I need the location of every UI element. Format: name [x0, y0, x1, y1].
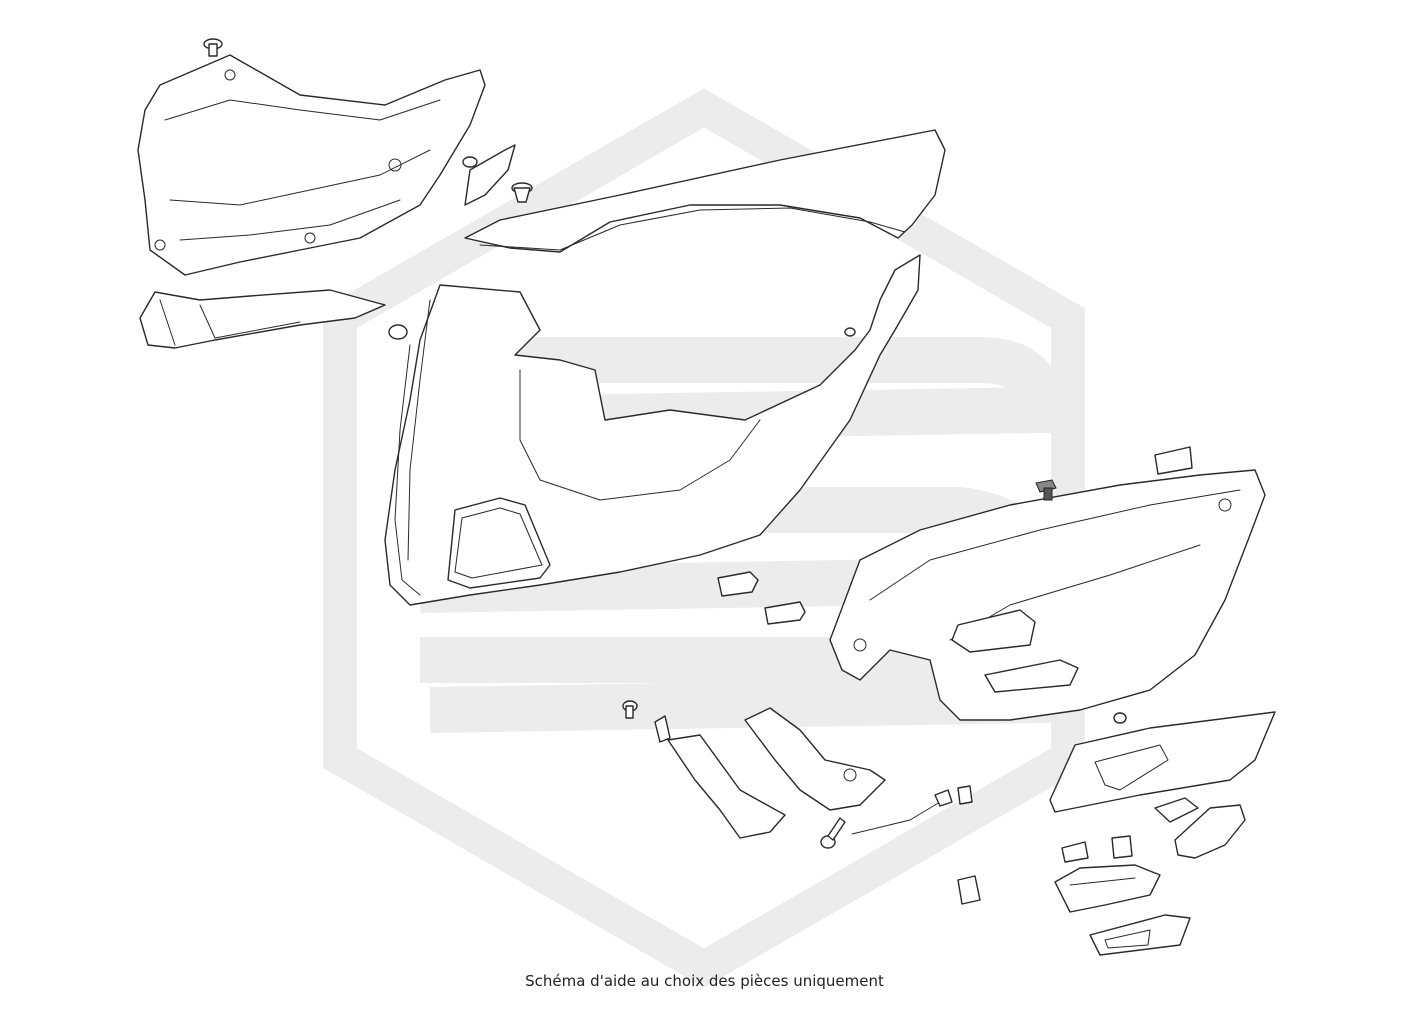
screw — [622, 700, 638, 719]
armrest-trim — [1049, 711, 1276, 813]
lock-button-bezel — [1089, 914, 1191, 956]
screw — [203, 38, 223, 57]
clip — [1061, 835, 1133, 863]
handle-bezel — [1174, 804, 1246, 859]
clip — [654, 715, 671, 743]
main-door-panel — [384, 254, 921, 606]
pull-handle-cover — [667, 734, 786, 839]
lower-left-trim-strip — [139, 289, 386, 349]
upper-left-bracket — [137, 54, 486, 276]
switch — [764, 601, 806, 625]
small-clip — [957, 875, 981, 905]
clip — [844, 327, 856, 337]
upper-window-trim — [464, 129, 946, 253]
window-switch — [1154, 446, 1193, 475]
clip — [511, 182, 533, 203]
clip — [388, 324, 408, 340]
switch — [717, 571, 759, 597]
clip — [1113, 712, 1127, 724]
screw — [820, 817, 846, 849]
handle-bezel — [1154, 797, 1199, 823]
release-cable — [851, 785, 973, 835]
diagram-caption: Schéma d'aide au choix des pièces unique… — [525, 972, 884, 990]
pull-handle-bracket — [744, 707, 886, 811]
bolt — [1035, 479, 1057, 501]
clip — [462, 144, 516, 206]
inner-door-handle — [1054, 864, 1161, 913]
